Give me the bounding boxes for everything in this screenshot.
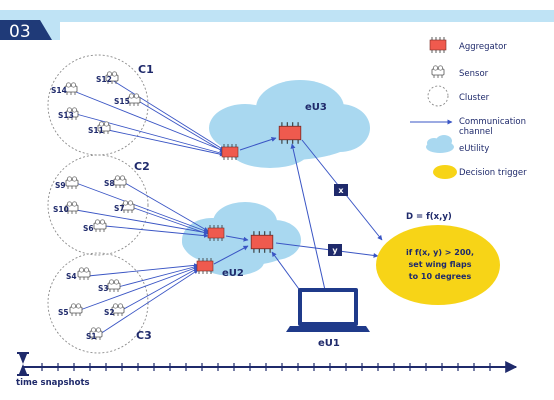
eu1-label: eU1 xyxy=(318,338,340,349)
sensor-label: S7 xyxy=(114,204,125,213)
message-x-badge xyxy=(334,184,348,196)
legend-eutility: eUtility xyxy=(459,144,489,154)
timeline: time snapshots xyxy=(16,352,518,388)
legend-aggregator: Aggregator xyxy=(459,42,507,52)
decision-line-3: to 10 degrees xyxy=(409,272,472,281)
channel-c1-eu3 xyxy=(239,137,277,151)
sensor-label: S4 xyxy=(66,272,77,281)
cluster-icon xyxy=(427,85,449,107)
timeline-label: time snapshots xyxy=(16,378,90,388)
sensor-label: S3 xyxy=(98,284,109,293)
sensor-label: S1 xyxy=(86,332,97,341)
sensor-label: S8 xyxy=(104,179,115,188)
legend: Aggregator Sensor Cluster Communication … xyxy=(410,36,527,179)
channel-c2-eu2 xyxy=(225,235,249,242)
sensor-label: S13 xyxy=(58,111,74,120)
channel-eu1-eu3 xyxy=(290,143,326,291)
sensor-label: S15 xyxy=(114,97,130,106)
legend-sensor: Sensor xyxy=(459,69,489,79)
sensor-label: S11 xyxy=(88,126,104,135)
legend-cluster: Cluster xyxy=(459,93,490,103)
header-band: 03 xyxy=(0,0,554,42)
eu2-label: eU2 xyxy=(222,268,244,279)
eu3-label: eU3 xyxy=(305,102,327,113)
aggregator-icon xyxy=(429,36,447,54)
cloud-eu3 xyxy=(209,80,370,168)
cluster-c1-label: C1 xyxy=(138,63,154,76)
message-x: x xyxy=(338,186,344,195)
sensor-label: S10 xyxy=(53,205,69,214)
decision-line-2: set wing flaps xyxy=(409,260,472,269)
hourglass-icon xyxy=(17,352,29,376)
sensor-label: S9 xyxy=(55,181,66,190)
channel-c3-eu2 xyxy=(213,245,249,265)
page-number: 03 xyxy=(9,22,31,42)
cloud-eu2 xyxy=(182,202,301,276)
sensor-channels xyxy=(75,79,225,335)
ellipse-icon xyxy=(433,165,457,179)
laptop-icon xyxy=(286,288,370,332)
sensor-icon xyxy=(431,65,445,79)
cluster-c3-label: C3 xyxy=(136,329,152,342)
message-y-badge xyxy=(328,244,342,256)
legend-channel-1: Communication xyxy=(459,117,526,127)
cluster-c1 xyxy=(47,54,149,156)
channel-eu2-decision xyxy=(275,242,379,258)
decision-line-1: if f(x, y) > 200, xyxy=(406,248,474,257)
decision-trigger xyxy=(376,225,500,305)
message-y: y xyxy=(332,246,338,255)
sensor-label: S14 xyxy=(51,86,67,95)
timeline-ticks xyxy=(41,363,491,371)
sensor-label: S5 xyxy=(58,308,69,317)
cloud-icon xyxy=(426,135,454,153)
legend-decision: Decision trigger xyxy=(459,168,527,178)
sensor-label: S12 xyxy=(96,75,112,84)
legend-channel-2: channel xyxy=(459,127,493,137)
cluster-c2 xyxy=(47,154,149,256)
sensor-label: S6 xyxy=(83,224,94,233)
cluster-c2-label: C2 xyxy=(134,160,150,173)
decision-formula: D = f(x,y) xyxy=(406,212,452,222)
sensor-label: S2 xyxy=(104,308,115,317)
